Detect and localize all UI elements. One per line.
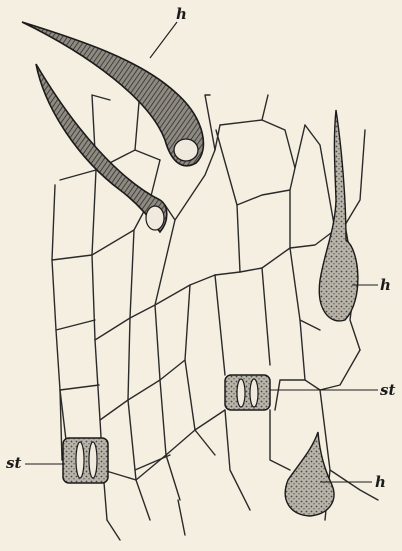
stoma-right <box>225 375 270 410</box>
label-hair-bottom: h <box>375 473 386 491</box>
hair-right <box>319 110 358 321</box>
stoma-left <box>63 438 108 483</box>
label-stoma-right: st <box>380 381 395 399</box>
label-hair-top: h <box>176 5 187 23</box>
label-stoma-left: st <box>6 454 21 472</box>
label-hair-right: h <box>380 276 391 294</box>
leader-lines <box>25 22 378 482</box>
